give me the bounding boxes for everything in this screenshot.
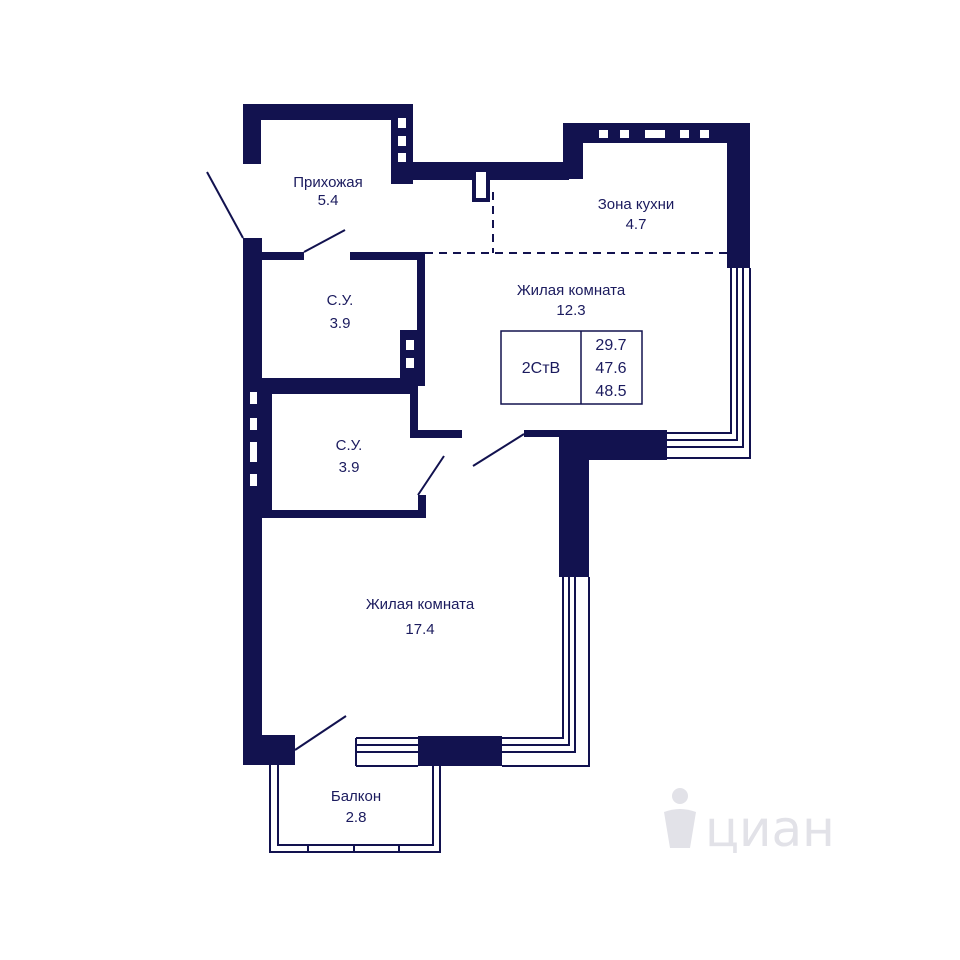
room-name-bathroom-2: С.У. xyxy=(336,437,363,454)
room-name-living-1: Жилая комната xyxy=(517,282,626,299)
doors xyxy=(206,171,525,751)
windows xyxy=(269,268,751,853)
room-name-balcony: Балкон xyxy=(331,788,381,805)
room-name-kitchen: Зона кухни xyxy=(598,196,675,213)
room-area-balcony: 2.8 xyxy=(346,809,367,826)
room-area-kitchen: 4.7 xyxy=(626,216,647,233)
cian-logo-icon xyxy=(664,788,696,848)
watermark: циан xyxy=(664,788,835,858)
zone-dividers xyxy=(425,192,727,254)
room-area-living-2: 17.4 xyxy=(405,621,434,638)
walls xyxy=(243,104,750,766)
area-total-with-balcony: 48.5 xyxy=(595,383,626,400)
room-area-bathroom-2: 3.9 xyxy=(339,459,360,476)
room-area-bathroom-1: 3.9 xyxy=(330,315,351,332)
room-area-living-1: 12.3 xyxy=(556,302,585,319)
room-name-living-2: Жилая комната xyxy=(366,596,475,613)
room-name-bathroom-1: С.У. xyxy=(327,292,354,309)
apartment-tag: 2СтВ 29.7 47.6 48.5 xyxy=(500,330,643,405)
apartment-type: 2СтВ xyxy=(522,360,560,377)
room-name-hallway: Прихожая xyxy=(293,174,363,191)
room-labels: Прихожая 5.4 Зона кухни 4.7 Жилая комнат… xyxy=(293,174,674,826)
area-total: 47.6 xyxy=(595,360,626,377)
area-living: 29.7 xyxy=(595,337,626,354)
watermark-text: циан xyxy=(705,800,835,858)
room-area-hallway: 5.4 xyxy=(318,192,339,209)
